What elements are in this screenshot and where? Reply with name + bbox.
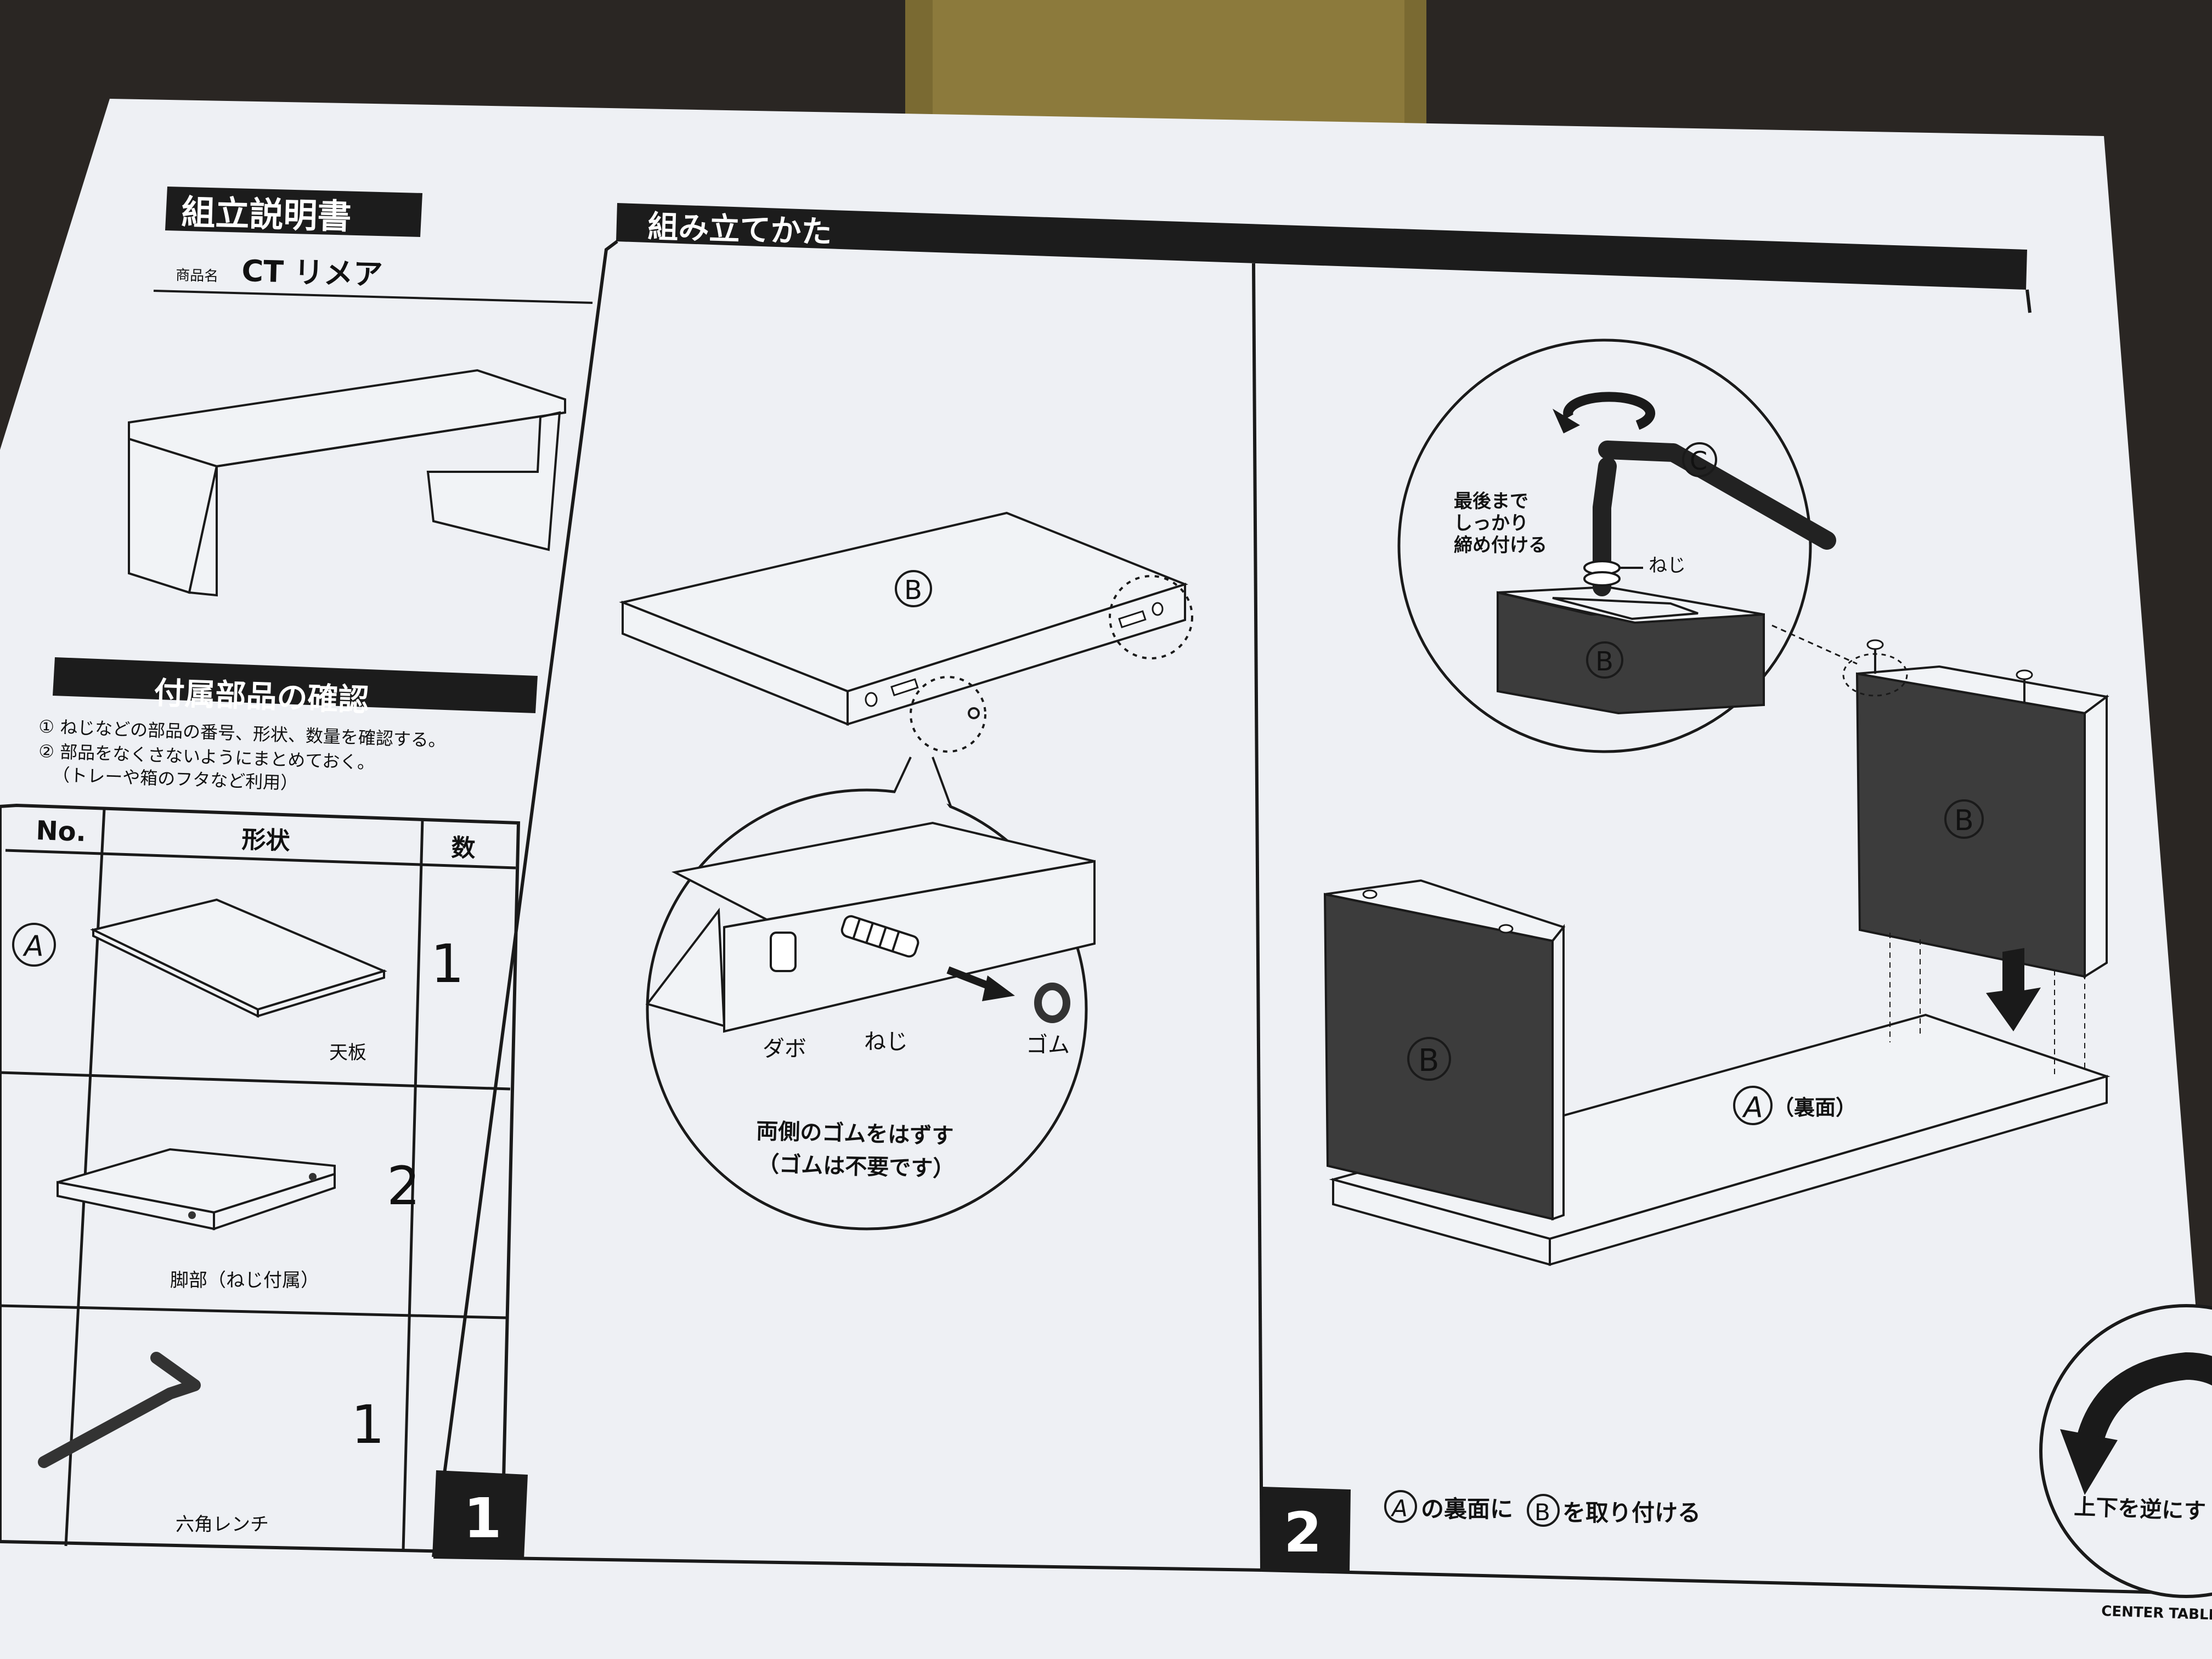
table-overview-illustration	[128, 369, 566, 597]
col-header-qty: 数	[451, 834, 476, 863]
background-box-front	[933, 0, 1404, 137]
manual-title: 組立説明書	[181, 192, 352, 237]
col-header-shape: 形状	[241, 826, 291, 855]
step2-tighten-line2: しっかり	[1454, 512, 1528, 534]
caption-a-marker	[1384, 1490, 1417, 1523]
step2-top-a-marker	[1733, 1086, 1773, 1125]
step2-zoom-circle	[1397, 338, 1858, 753]
caption-b-label: B	[1534, 1499, 1550, 1526]
assembly-panels-frame	[432, 240, 2212, 1595]
part-a-marker	[12, 923, 56, 967]
step2-screw-label: ねじ	[1649, 555, 1686, 577]
step2-tool-c-label: C	[1690, 446, 1707, 476]
flip-label: 上下を逆にす	[2074, 1494, 2207, 1524]
step2-badge	[1262, 1487, 1351, 1572]
col-header-no: No.	[36, 815, 87, 848]
part-a-no: A	[22, 930, 44, 963]
parts-banner	[53, 657, 538, 713]
step2-zoom-part-b-marker	[1586, 641, 1623, 679]
step1-part-b-marker	[895, 570, 932, 607]
step2-leg-left-label: B	[1418, 1043, 1439, 1079]
caption-post: を取り付ける	[1562, 1499, 1701, 1526]
parts-header: 付属部品の確認	[154, 675, 370, 719]
part-c-name: 六角レンチ	[176, 1514, 269, 1536]
leg-panel-illustration	[57, 1148, 336, 1231]
title-banner	[165, 187, 422, 237]
step1-rubber-label: ゴム	[1026, 1032, 1070, 1058]
part-a-qty: 1	[431, 933, 464, 995]
caption-b-marker	[1527, 1494, 1560, 1527]
flip-upside-down-icon	[2039, 1304, 2212, 1598]
part-c-qty: 1	[351, 1394, 385, 1455]
step2-reverse-label: （裏面）	[1773, 1096, 1857, 1120]
step1-dowel-label: ダボ	[763, 1036, 806, 1062]
part-a-name: 天板	[329, 1042, 366, 1064]
step1-note-line1: 両側のゴムをはずす	[756, 1119, 954, 1149]
step1-number: 1	[464, 1486, 502, 1550]
assembly-banner	[616, 203, 2027, 290]
caption-a-label: A	[1390, 1495, 1408, 1522]
step2-top-a-label: A	[1742, 1091, 1763, 1124]
part-b-name: 脚部（ねじ付属）	[170, 1269, 319, 1291]
caption-pre: の裏面に	[1421, 1496, 1513, 1522]
step1-badge	[432, 1470, 528, 1559]
part-b-qty: 2	[387, 1155, 420, 1217]
step1-screw-label: ねじ	[864, 1029, 908, 1054]
step2-leg-right-label: B	[1954, 804, 1974, 837]
step2-number: 2	[1284, 1500, 1322, 1565]
tabletop-illustration	[90, 898, 387, 1018]
hex-wrench-illustration	[38, 1352, 201, 1468]
product-label: 商品名	[176, 267, 219, 285]
step1-part-b-label: B	[904, 575, 922, 606]
step2-tighten-line1: 最後まで	[1454, 490, 1528, 512]
product-name: CT リメア	[241, 253, 383, 292]
step2-leg-left-marker	[1407, 1037, 1451, 1081]
step1-note-line2: （ゴムは不要です）	[757, 1152, 955, 1182]
step2-tool-c-marker	[1682, 442, 1717, 477]
step2-tighten-line3: 締め付ける	[1454, 534, 1547, 556]
step2-leg-right-marker	[1944, 799, 1984, 839]
step2-zoom-part-b-label: B	[1595, 646, 1613, 677]
product-underline	[153, 290, 593, 304]
dowel-zoom	[770, 932, 797, 972]
step2-assembly-illustration	[1323, 639, 2111, 1266]
step1-zoom-bubble	[645, 757, 1096, 1231]
assembly-header: 組み立てかた	[647, 209, 833, 251]
